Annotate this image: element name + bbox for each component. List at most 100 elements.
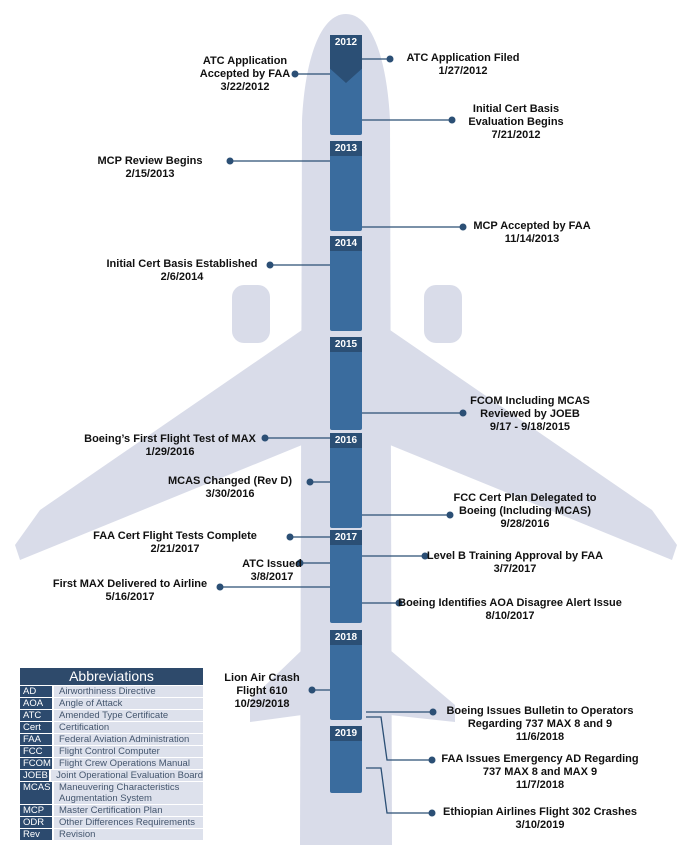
year-label: 2019 (330, 726, 362, 741)
event-date: 3/30/2016 (205, 488, 255, 500)
year-label: 2015 (330, 337, 362, 352)
abbreviation-meaning: Flight Control Computer (54, 746, 203, 757)
event-date: 2/6/2014 (160, 271, 204, 283)
event-date: 9/28/2016 (500, 518, 550, 530)
abbreviation: ATC (20, 710, 52, 721)
event-title: Ethiopian Airlines Flight 302 Crashes (443, 806, 637, 818)
event-dot (291, 70, 299, 78)
event-right: FCC Cert Plan Delegated to Boeing (Inclu… (453, 492, 596, 531)
event-right: Boeing Issues Bulletin to Operators Rega… (446, 705, 633, 744)
event-title: First MAX Delivered to Airline (52, 578, 208, 590)
event-dot (421, 552, 429, 560)
year-label: 2017 (330, 530, 362, 545)
abbreviation-meaning: Flight Crew Operations Manual (54, 758, 203, 769)
abbreviation: MCP (20, 805, 52, 816)
abbreviation: AD (20, 686, 52, 697)
event-title: MCP Accepted by FAA (473, 220, 591, 232)
event-title: FAA Issues Emergency AD Regarding 737 MA… (441, 753, 639, 778)
year-label: 2014 (330, 236, 362, 251)
year-block-2017: 2017 (330, 530, 362, 623)
event-dot (428, 809, 436, 817)
event-date: 8/10/2017 (485, 610, 535, 622)
year-block-2018: 2018 (330, 630, 362, 720)
year-label: 2018 (330, 630, 362, 645)
event-dot (459, 409, 467, 417)
abbreviation: ODR (20, 817, 52, 828)
year-label: 2013 (330, 141, 362, 156)
event-left: MCAS Changed (Rev D)3/30/2016 (168, 475, 292, 501)
event-dot (428, 756, 436, 764)
abbreviation-meaning: Revision (54, 829, 203, 840)
abbreviation: JOEB (20, 770, 50, 781)
event-title: FAA Cert Flight Tests Complete (93, 530, 257, 542)
event-dot (216, 583, 224, 591)
event-title: FCOM Including MCAS Reviewed by JOEB (470, 395, 590, 420)
year-block-2014: 2014 (330, 236, 362, 331)
event-dot (395, 599, 403, 607)
event-dot (306, 478, 314, 486)
event-dot (266, 261, 274, 269)
event-date: 9/17 - 9/18/2015 (489, 421, 571, 433)
abbreviation-meaning: Angle of Attack (54, 698, 203, 709)
event-title: MCAS Changed (Rev D) (167, 475, 293, 487)
event-right: FAA Issues Emergency AD Regarding 737 MA… (441, 753, 638, 792)
event-title: Lion Air Crash Flight 610 (224, 672, 300, 697)
abbreviation: AOA (20, 698, 52, 709)
event-dot (226, 157, 234, 165)
abbreviation: FAA (20, 734, 52, 745)
abbreviation-meaning: Federal Aviation Administration (54, 734, 203, 745)
year-label: 2012 (330, 35, 362, 83)
abbreviation: FCOM (20, 758, 52, 769)
event-title: MCP Review Begins (97, 155, 203, 167)
event-date: 11/6/2018 (515, 731, 565, 743)
event-date: 3/7/2017 (493, 563, 537, 575)
event-dot (286, 533, 294, 541)
event-date: 2/21/2017 (150, 543, 200, 555)
event-date: 7/21/2012 (491, 129, 541, 141)
event-dot (446, 511, 454, 519)
event-title: Boeing Identifies AOA Disagree Alert Iss… (398, 597, 622, 609)
abbreviation-meaning: Master Certification Plan (54, 805, 203, 816)
abbreviation-meaning: Maneuvering Characteristics Augmentation… (54, 782, 203, 804)
abbreviation-meaning: Certification (54, 722, 203, 733)
abbreviation-meaning: Airworthiness Directive (54, 686, 203, 697)
abbreviation-meaning: Joint Operational Evaluation Board (51, 770, 203, 781)
event-date: 3/10/2019 (515, 819, 565, 831)
year-block-2016: 2016 (330, 433, 362, 528)
event-title: ATC Application Filed (406, 52, 520, 64)
event-title: Boeing’s First Flight Test of MAX (84, 433, 256, 445)
event-title: Level B Training Approval by FAA (426, 550, 604, 562)
event-dot (429, 708, 437, 716)
event-title: Initial Cert Basis Evaluation Begins (468, 103, 564, 128)
event-date: 1/29/2016 (145, 446, 195, 458)
event-date: 11/7/2018 (515, 779, 565, 791)
event-right: Boeing Identifies AOA Disagree Alert Iss… (398, 597, 622, 623)
event-title: Boeing Issues Bulletin to Operators Rega… (446, 705, 634, 730)
event-dot (459, 223, 467, 231)
event-date: 5/16/2017 (105, 591, 155, 603)
abbreviation: Cert (20, 722, 52, 733)
event-dot (261, 434, 269, 442)
event-date: 3/8/2017 (250, 571, 294, 583)
